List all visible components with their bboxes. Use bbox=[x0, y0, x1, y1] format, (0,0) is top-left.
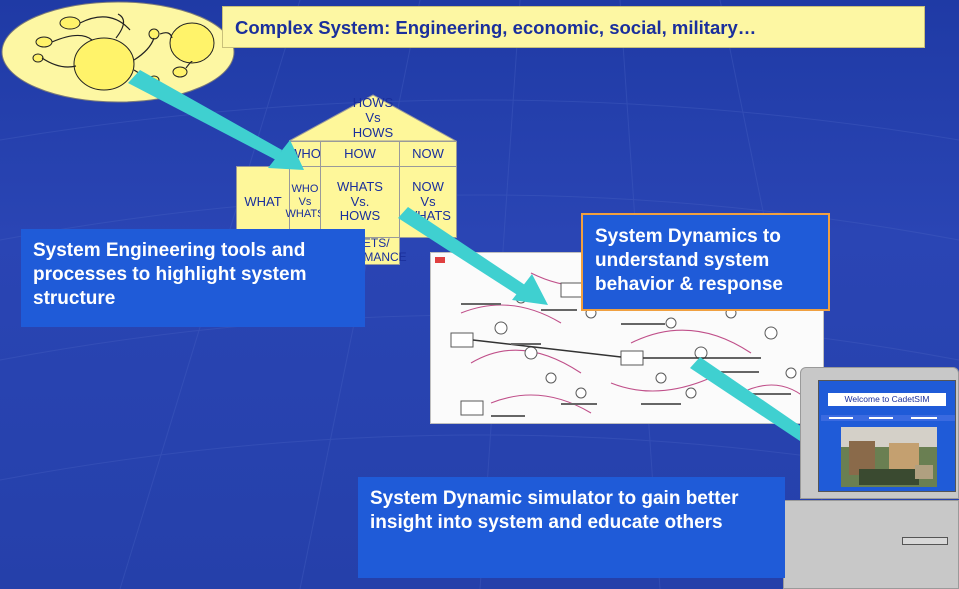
simulator-callout: System Dynamic simulator to gain better … bbox=[358, 477, 785, 578]
disk-drive-slot bbox=[902, 537, 948, 545]
system-engineering-callout: System Engineering tools and processes t… bbox=[21, 229, 365, 327]
simulator-screen-content bbox=[821, 415, 955, 487]
roof-label: HOWS Vs HOWS bbox=[289, 94, 457, 142]
complex-system-banner: Complex System: Engineering, economic, s… bbox=[222, 6, 925, 48]
arrow-house-to-dynamics bbox=[398, 207, 548, 305]
system-dynamics-callout: System Dynamics to understand system beh… bbox=[581, 213, 830, 311]
how-header: HOW bbox=[320, 141, 400, 167]
roof-line-1: HOWS bbox=[352, 95, 394, 110]
roof-line-2: Vs bbox=[365, 110, 381, 125]
complex-system-diagram bbox=[1, 1, 235, 103]
roof-line-3: HOWS bbox=[352, 125, 394, 140]
now-header: NOW bbox=[399, 141, 457, 167]
simulator-title: Welcome to CadetSIM bbox=[828, 393, 946, 406]
arrow-system-to-house bbox=[128, 70, 304, 170]
computer-base bbox=[783, 500, 959, 589]
what-cell: WHAT bbox=[236, 166, 290, 238]
